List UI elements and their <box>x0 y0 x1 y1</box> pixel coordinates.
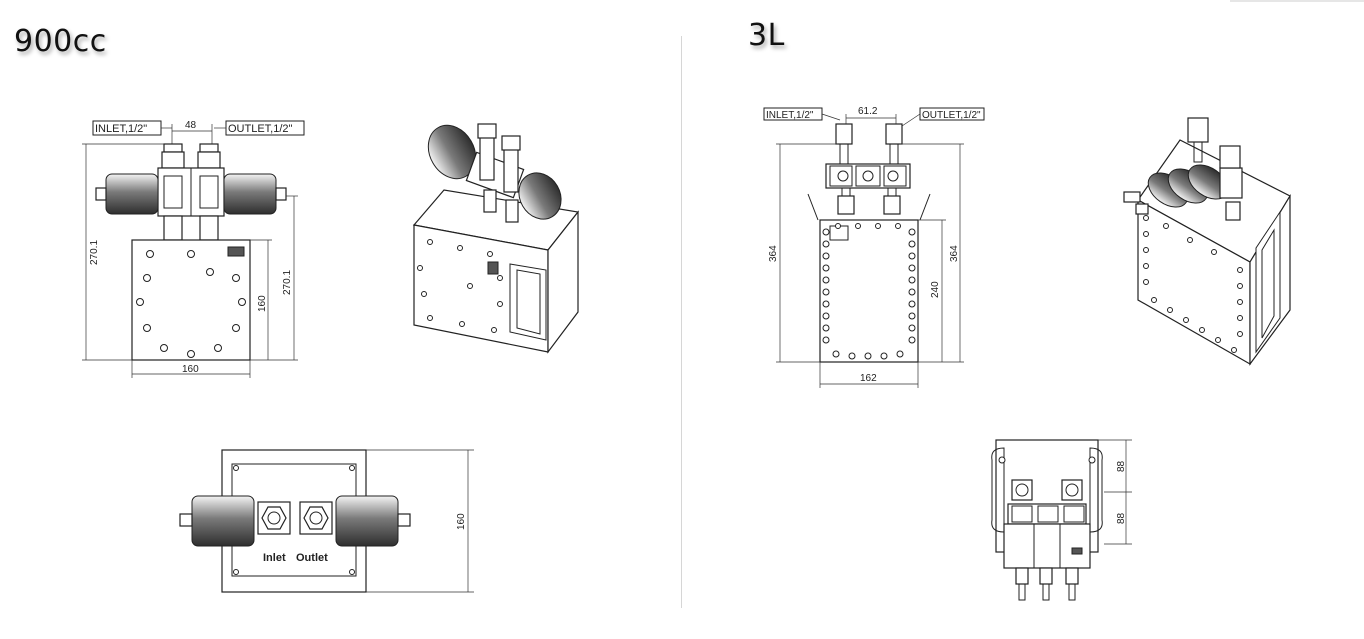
dim-spacing-3l: 61.2 <box>858 106 878 117</box>
left-filter-cylinder <box>105 173 159 215</box>
outlet-label-3l: OUTLET,1/2" <box>922 110 981 121</box>
dim-total-right-3l: 364 <box>949 245 960 262</box>
vessel-body-3l <box>819 219 919 363</box>
drawing-900cc-top: Inlet Outlet 160 <box>179 449 474 593</box>
top-edge-line <box>1230 0 1364 2</box>
dim-body-height: 160 <box>257 295 268 312</box>
vessel-body-900cc <box>131 239 251 361</box>
dim-width: 160 <box>182 364 199 375</box>
right-filter-cylinder <box>223 173 277 215</box>
drawing-3l-isometric <box>1123 117 1291 366</box>
dim-spacing: 48 <box>185 120 197 131</box>
title-900cc: 900cc <box>14 24 107 59</box>
top-outlet-text: Outlet <box>296 552 328 564</box>
drawing-3l-top: 88 88 <box>991 439 1132 601</box>
drawing-900cc-front: INLET,1/2" OUTLET,1/2" 48 <box>82 120 305 378</box>
top-left-cylinder <box>191 495 255 547</box>
top-dim-upper-3l: 88 <box>1116 460 1127 472</box>
dim-total-left-3l: 364 <box>768 245 779 262</box>
section-divider <box>681 36 682 608</box>
inlet-label-3l: INLET,1/2" <box>766 110 814 121</box>
bolt-columns-3l <box>822 223 916 360</box>
dim-body-height-3l: 240 <box>930 281 941 298</box>
drawing-3l-front: INLET,1/2" OUTLET,1/2" 61.2 <box>763 106 985 388</box>
title-3l: 3L <box>748 18 785 53</box>
dim-total-right: 270.1 <box>282 270 293 295</box>
outlet-label: OUTLET,1/2" <box>228 123 293 135</box>
dim-total-left: 270.1 <box>89 240 100 265</box>
drawing-900cc-isometric <box>412 123 580 354</box>
top-dim-lower-3l: 88 <box>1116 512 1127 524</box>
top-right-cylinder <box>335 495 399 547</box>
top-dim-height: 160 <box>456 513 467 530</box>
dim-width-3l: 162 <box>860 373 877 384</box>
inlet-label: INLET,1/2" <box>95 123 147 135</box>
bolts-3l-iso <box>1143 215 1243 353</box>
top-inlet-text: Inlet <box>263 552 286 564</box>
